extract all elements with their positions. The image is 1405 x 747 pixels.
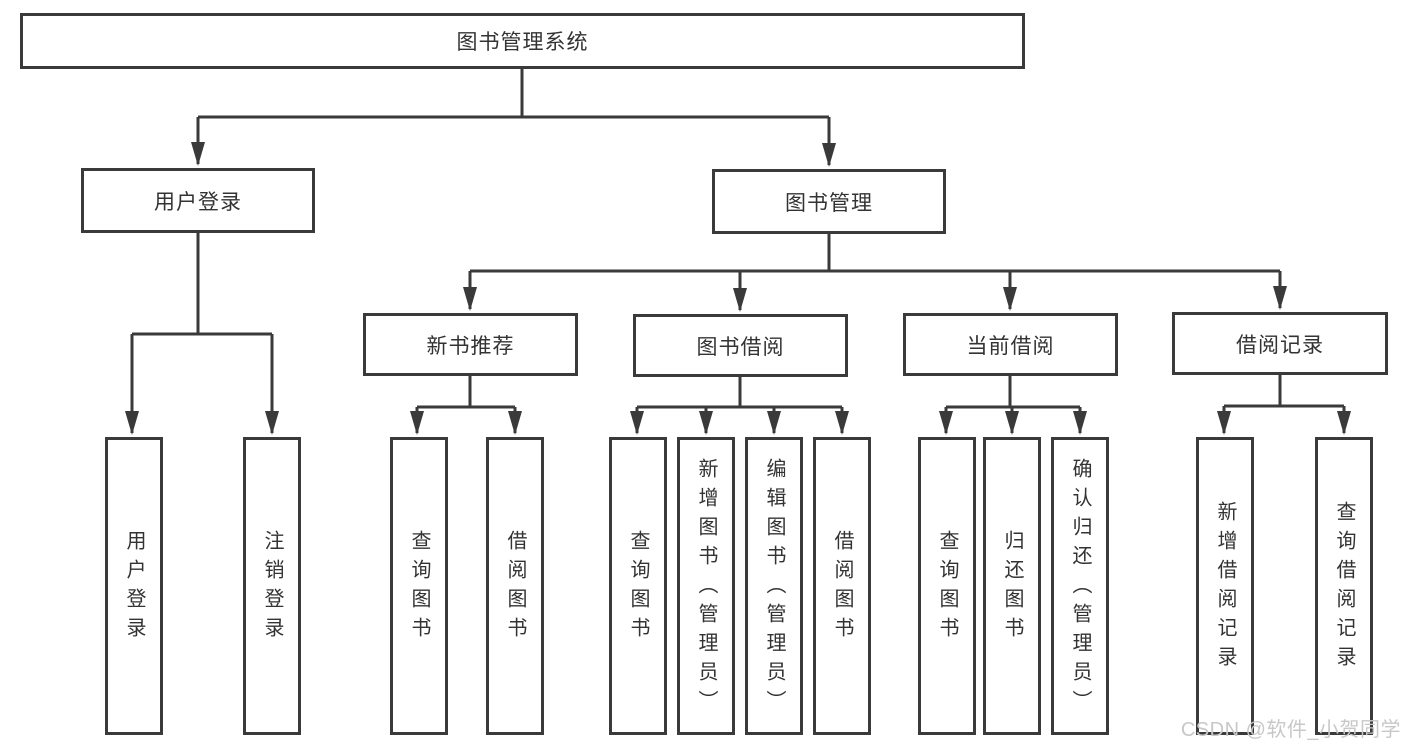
csdn-watermark: CSDN @软件_小贺同学 bbox=[1180, 719, 1401, 741]
leaf-current-confirm-return-admin: 确认归还（管理员） bbox=[1051, 437, 1109, 735]
leaf-borrow-add-book-admin: 新增图书（管理员） bbox=[677, 437, 735, 735]
leaf-current-query-book: 查询图书 bbox=[918, 437, 976, 735]
node-root: 图书管理系统 bbox=[20, 13, 1025, 69]
leaf-borrow-borrow-book: 借阅图书 bbox=[813, 437, 871, 735]
node-borrow-records: 借阅记录 bbox=[1172, 312, 1388, 375]
node-current-borrow: 当前借阅 bbox=[903, 313, 1118, 376]
leaf-recommend-borrow-book: 借阅图书 bbox=[486, 437, 544, 735]
leaf-borrow-query-book: 查询图书 bbox=[609, 437, 667, 735]
node-user-login: 用户登录 bbox=[81, 168, 315, 233]
leaf-records-query-record: 查询借阅记录 bbox=[1315, 437, 1373, 735]
leaf-current-return-book: 归还图书 bbox=[983, 437, 1041, 735]
leaf-records-add-record: 新增借阅记录 bbox=[1196, 437, 1254, 735]
leaf-recommend-query-book: 查询图书 bbox=[390, 437, 448, 735]
leaf-borrow-edit-book-admin: 编辑图书（管理员） bbox=[745, 437, 803, 735]
node-book-borrow: 图书借阅 bbox=[633, 314, 848, 377]
node-book-management: 图书管理 bbox=[712, 169, 946, 234]
leaf-user-login: 用户登录 bbox=[105, 437, 163, 735]
leaf-logout: 注销登录 bbox=[243, 437, 301, 735]
node-new-book-recommend: 新书推荐 bbox=[363, 313, 578, 376]
